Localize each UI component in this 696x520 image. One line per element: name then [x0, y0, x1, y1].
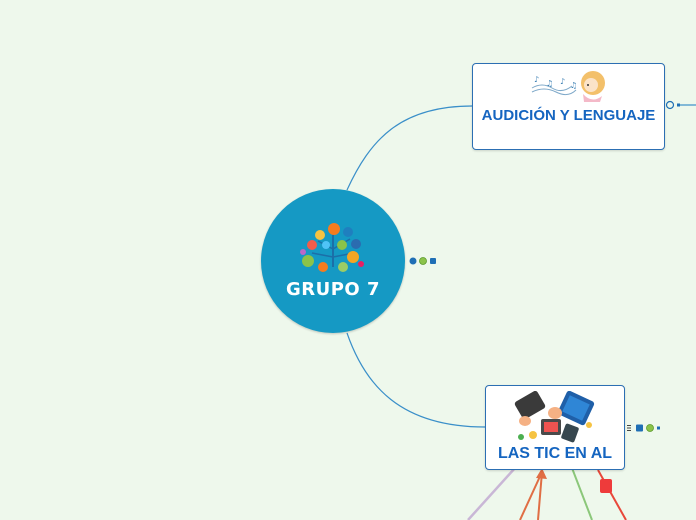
green-dot-icon — [419, 257, 427, 265]
branch-green — [571, 467, 593, 520]
note-icon — [430, 258, 436, 264]
orange-arrowhead — [536, 468, 547, 479]
linkedin-icon — [636, 424, 643, 432]
topic-tic-label: LAS TIC EN AL — [497, 445, 613, 462]
small-dot-icon — [657, 426, 660, 430]
svg-text:♪: ♪ — [534, 75, 539, 84]
branch-lilac — [467, 467, 516, 520]
hands-with-devices — [514, 391, 595, 443]
svg-text:♪: ♪ — [560, 77, 565, 86]
connector-central-to-audicion — [346, 105, 473, 191]
central-marker-icons — [409, 257, 436, 265]
central-topic[interactable]: GRUPO 7 — [261, 189, 405, 333]
globe-icon — [665, 100, 675, 110]
central-topic-label: GRUPO 7 — [285, 279, 381, 300]
svg-text:♫: ♫ — [570, 81, 577, 90]
red-marker-square — [600, 479, 612, 493]
connector-central-to-tic — [346, 332, 486, 428]
topic-audicion-label: AUDICIÓN Y LENGUAJE — [481, 107, 656, 124]
green-dot-icon — [646, 424, 654, 432]
small-dot-icon — [677, 103, 680, 107]
branch-orange-2 — [537, 471, 543, 520]
topic-audicion-y-lenguaje[interactable]: ♪ ♫ ♪ ♫ AUDICIÓN Y LENGUAJE — [472, 63, 665, 150]
list-icon — [627, 425, 631, 431]
girl-with-music-notes: ♪ ♫ ♪ ♫ — [531, 71, 605, 102]
svg-text:♫: ♫ — [546, 79, 553, 88]
tree-of-app-icons — [300, 223, 364, 272]
branch-red — [597, 469, 627, 520]
topic2-marker-icons — [627, 424, 660, 432]
topic1-marker-icons — [665, 100, 680, 110]
branch-orange — [519, 471, 543, 520]
topic-las-tic-en-al[interactable]: LAS TIC EN AL — [485, 385, 625, 470]
globe-icon — [409, 257, 417, 265]
